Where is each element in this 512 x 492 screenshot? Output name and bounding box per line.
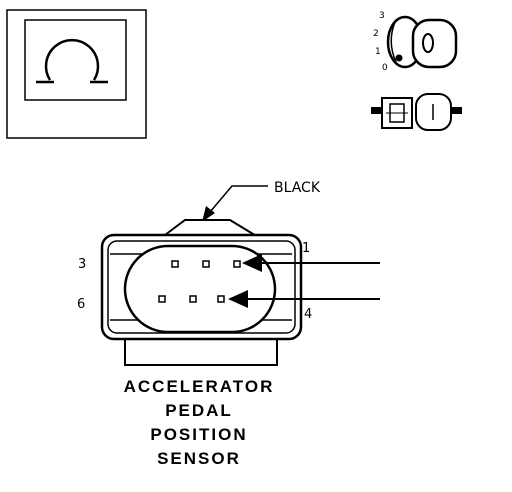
title-line-2: PEDAL — [165, 401, 233, 420]
pin-cavities — [158, 260, 241, 303]
cavity-5 — [189, 295, 197, 303]
cavity-2 — [202, 260, 210, 268]
wire-arrow-pin1 — [242, 254, 380, 272]
pin-label-6: 6 — [77, 297, 85, 312]
title-line-4: SENSOR — [157, 449, 241, 468]
sensor-connector — [100, 219, 303, 366]
ignition-key-icon: 3 2 1 0 — [373, 11, 458, 73]
pin-label-1: 1 — [302, 241, 310, 256]
omega-symbol-box — [6, 9, 147, 139]
ignition-position-3: 3 — [379, 11, 385, 21]
wire-arrow-pin4 — [228, 290, 380, 308]
connector-color-label: BLACK — [274, 180, 321, 196]
title-line-3: POSITION — [150, 425, 247, 444]
cavity-6 — [158, 295, 166, 303]
cavity-1 — [233, 260, 241, 268]
ignition-position-2: 2 — [373, 29, 379, 39]
cavity-4 — [217, 295, 225, 303]
pin-label-4: 4 — [304, 307, 312, 322]
color-leader-arrow — [202, 185, 268, 222]
pin-label-3: 3 — [78, 257, 86, 272]
ignition-position-1: 1 — [375, 47, 381, 57]
omega-icon — [36, 38, 108, 84]
component-title: ACCELERATOR PEDAL POSITION SENSOR — [124, 377, 275, 468]
connector-plug-icon — [371, 93, 462, 131]
title-line-1: ACCELERATOR — [124, 377, 275, 396]
ignition-position-0: 0 — [382, 63, 388, 73]
cavity-3 — [171, 260, 179, 268]
